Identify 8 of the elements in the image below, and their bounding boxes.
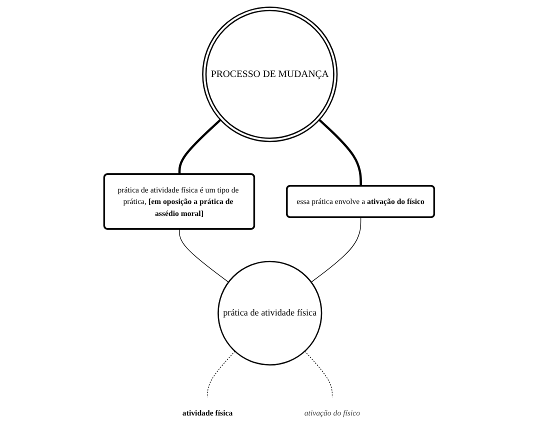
connector [208, 350, 236, 398]
connector [311, 217, 362, 282]
connector [179, 228, 230, 282]
connector [318, 118, 362, 186]
node-circle: PROCESSO DE MUDANÇA [202, 6, 338, 142]
connector [304, 350, 333, 398]
node-circle: prática de atividade física [218, 260, 322, 366]
connector [178, 119, 222, 174]
